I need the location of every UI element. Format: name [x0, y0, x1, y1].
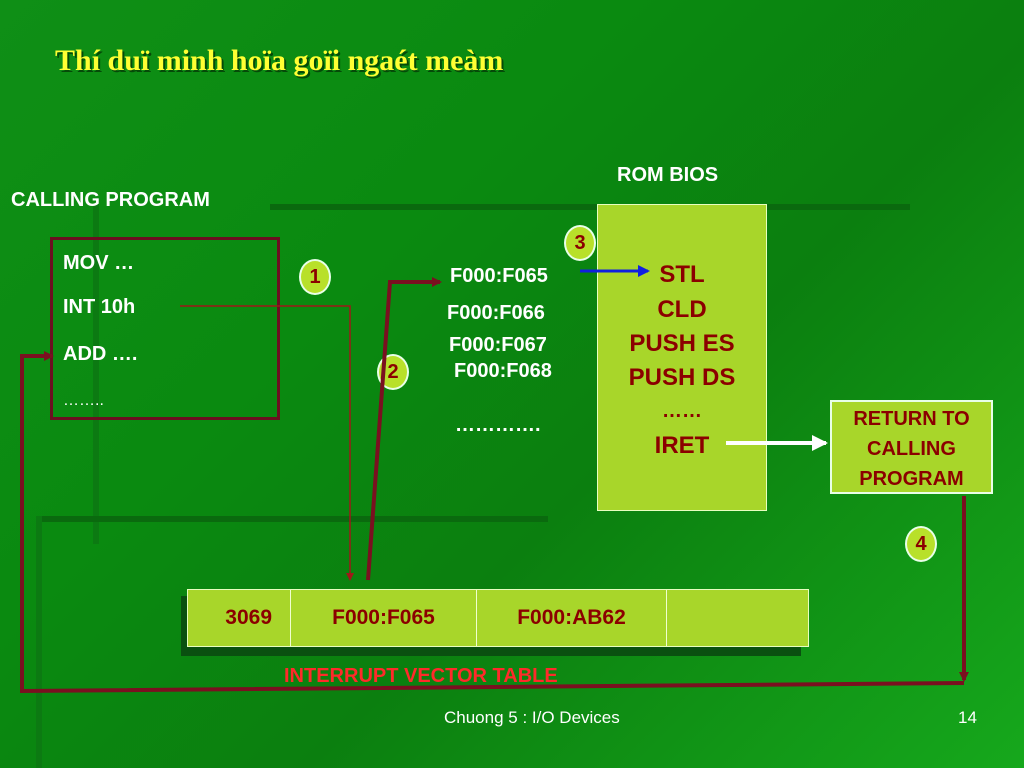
ivt-title: INTERRUPT VECTOR TABLE: [284, 665, 558, 687]
address-f066: F000:F066: [447, 302, 545, 324]
code-line-add: ADD ….: [63, 343, 138, 365]
arrow-return-to-add: [20, 351, 965, 694]
step-4-badge: 4: [905, 526, 937, 562]
address-f065: F000:F065: [450, 265, 548, 287]
decor-bar-left: [93, 204, 99, 544]
interrupt-vector-table: 3069 F000:F065 F000:AB62: [187, 589, 809, 647]
calling-program-box: [50, 237, 280, 420]
rom-line-cld: CLD: [657, 296, 707, 323]
code-line-int: INT 10h: [63, 296, 136, 318]
ivt-cell-2: F000:F065: [291, 590, 477, 646]
footer-chapter: Chuong 5 : I/O Devices: [444, 708, 620, 727]
return-line-3: PROGRAM: [859, 468, 964, 490]
ivt-cell-3: F000:AB62: [477, 590, 667, 646]
rom-line-ellipsis: ……: [662, 400, 702, 422]
footer-page-number: 14: [958, 708, 977, 727]
decor-bar-mid: [36, 516, 548, 522]
code-line-ellipsis: ……..: [63, 392, 104, 409]
slide-title: Thí duï minh hoïa goïi ngaét meàm: [55, 44, 504, 77]
rom-line-push-es: PUSH ES: [629, 330, 735, 357]
decor-bar-top: [270, 204, 910, 210]
address-ellipsis: ………….: [455, 414, 541, 436]
rom-bios-label: ROM BIOS: [617, 164, 719, 186]
return-to-calling-box: RETURN TO CALLING PROGRAM: [830, 400, 993, 494]
address-f067: F000:F067: [449, 334, 547, 356]
return-line-1: RETURN TO: [853, 408, 970, 430]
rom-line-push-ds: PUSH DS: [628, 364, 736, 391]
calling-program-label: CALLING PROGRAM: [11, 189, 210, 211]
rom-bios-box: STL CLD PUSH ES PUSH DS …… IRET: [597, 204, 767, 511]
address-f068: F000:F068: [454, 360, 552, 382]
rom-line-stl: STL: [659, 261, 705, 288]
code-line-mov: MOV …: [63, 252, 135, 274]
rom-line-iret: IRET: [654, 432, 710, 459]
decor-bar-left-low: [36, 516, 42, 768]
arrow-step-1: [180, 305, 354, 581]
arrow-step-2: [366, 277, 442, 581]
step-3-badge: 3: [564, 225, 596, 261]
return-line-2: CALLING: [867, 438, 956, 460]
step-1-badge: 1: [299, 259, 331, 295]
ivt-cell-1: 3069: [188, 590, 291, 646]
